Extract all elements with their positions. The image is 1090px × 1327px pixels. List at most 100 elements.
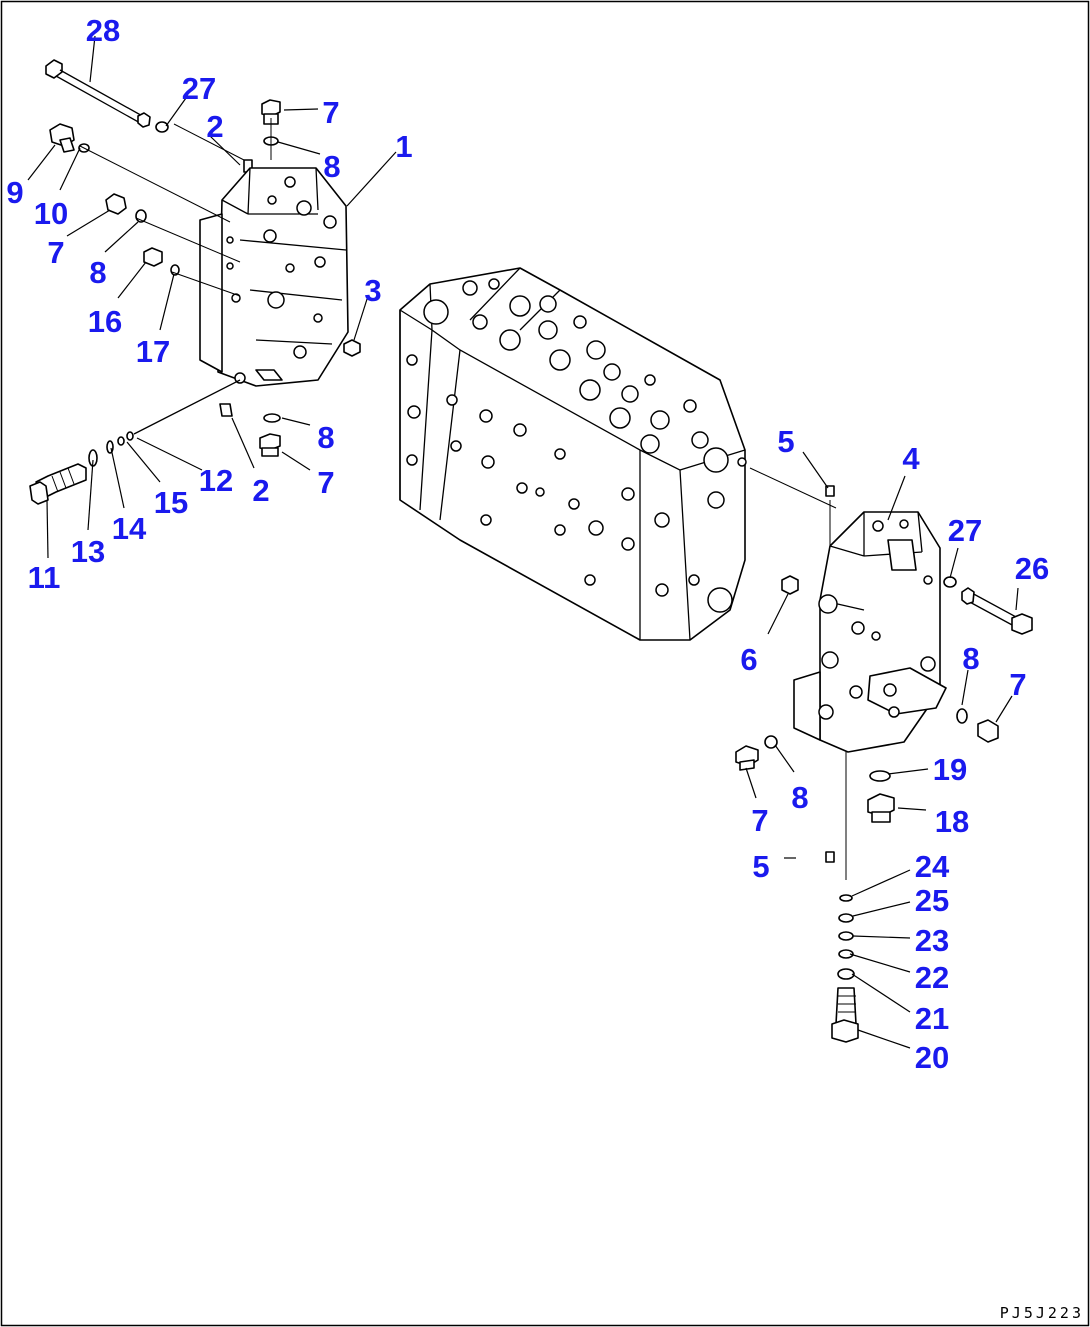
callout-8: 8 — [791, 780, 808, 815]
callout-21: 21 — [915, 1001, 949, 1036]
o-ring-8-lower — [263, 413, 281, 423]
leader-line-11 — [46, 499, 49, 559]
plug-2-lower — [219, 403, 233, 417]
callout-7: 7 — [1009, 667, 1026, 702]
plug-7-lower-right — [735, 745, 759, 771]
callout-leaders — [27, 35, 1019, 1049]
leader-line-10 — [59, 147, 81, 191]
plug-6 — [781, 575, 799, 595]
leader-line-13 — [87, 459, 94, 531]
leader-line-2 — [231, 417, 255, 469]
leader-line-22 — [849, 953, 911, 973]
callout-7: 7 — [322, 95, 339, 130]
tie-bolt-26 — [961, 587, 1033, 635]
leader-line-8 — [104, 221, 139, 253]
leader-line-24 — [851, 869, 911, 897]
callout-27: 27 — [948, 513, 982, 548]
callout-2: 2 — [252, 473, 269, 508]
callout-25: 25 — [915, 883, 949, 918]
plug-16 — [143, 247, 163, 267]
leader-line-6 — [767, 593, 789, 635]
leader-line-25 — [852, 901, 911, 917]
leader-line-5 — [802, 451, 829, 489]
plug-7-right — [977, 719, 999, 743]
leader-line-20 — [857, 1029, 911, 1049]
callout-20: 20 — [915, 1040, 949, 1075]
relief-valve-11 — [29, 463, 87, 505]
seal-23 — [838, 931, 854, 941]
leader-line-17 — [159, 273, 175, 331]
leader-line-7 — [281, 451, 311, 471]
main-valve-block — [399, 267, 747, 641]
left-cover-assembly — [29, 59, 361, 505]
callout-23: 23 — [915, 923, 949, 958]
callout-5: 5 — [752, 849, 769, 884]
leader-line-8 — [277, 141, 321, 155]
leader-line-2 — [209, 135, 241, 166]
washer-27-right — [943, 576, 957, 588]
callout-22: 22 — [915, 960, 949, 995]
callout-26: 26 — [1015, 551, 1049, 586]
tie-bolt-28 — [45, 59, 151, 128]
callout-8: 8 — [89, 255, 106, 290]
leader-line-16 — [117, 261, 147, 299]
leader-line-23 — [852, 935, 911, 939]
callout-12: 12 — [199, 463, 233, 498]
plug-7-left — [105, 193, 127, 215]
leader-line-1 — [346, 151, 397, 207]
callout-2: 2 — [206, 109, 223, 144]
leader-line-15 — [126, 441, 161, 483]
o-ring-8-lower-right — [764, 735, 778, 749]
callout-8: 8 — [317, 420, 334, 455]
leader-line-18 — [897, 807, 927, 811]
seal-15 — [117, 436, 125, 446]
leader-line-8 — [281, 417, 311, 426]
valve-20 — [831, 987, 859, 1043]
callout-19: 19 — [933, 752, 967, 787]
leader-line-7 — [283, 108, 319, 111]
callout-24: 24 — [915, 849, 950, 884]
callout-14: 14 — [112, 511, 147, 546]
seal-25 — [838, 913, 854, 923]
callout-27: 27 — [182, 71, 216, 106]
callout-10: 10 — [34, 196, 68, 231]
seal-21 — [837, 968, 855, 980]
leader-line-28 — [89, 35, 96, 83]
plug-5-lower — [825, 851, 835, 863]
end-cover-body-4 — [793, 511, 947, 753]
leader-line-7 — [66, 209, 111, 237]
leader-line-27 — [165, 97, 187, 127]
callout-3: 3 — [364, 273, 381, 308]
drawing-code: PJ5J223 — [1000, 1304, 1084, 1322]
callout-8: 8 — [323, 149, 340, 184]
callout-17: 17 — [136, 334, 170, 369]
seal-24 — [839, 894, 853, 902]
plug-5-top — [825, 485, 835, 497]
leader-line-19 — [887, 768, 929, 775]
o-ring-19 — [869, 770, 891, 782]
callout-18: 18 — [935, 804, 969, 839]
plug-9 — [49, 123, 75, 153]
leader-line-9 — [27, 144, 56, 181]
leader-line-27 — [949, 547, 959, 579]
washer-27 — [155, 121, 169, 133]
seal-22 — [838, 949, 854, 959]
callout-16: 16 — [88, 304, 122, 339]
callout-7: 7 — [47, 235, 64, 270]
leader-line-21 — [851, 973, 911, 1013]
callout-8: 8 — [962, 641, 979, 676]
callout-13: 13 — [71, 534, 105, 569]
leader-line-14 — [110, 447, 125, 509]
callout-6: 6 — [740, 642, 757, 677]
leader-line-26 — [1015, 587, 1019, 611]
seal-12 — [126, 431, 134, 441]
plug-7-lower — [259, 433, 281, 457]
leader-line-8 — [961, 669, 969, 706]
callout-9: 9 — [6, 175, 23, 210]
callout-4: 4 — [902, 441, 920, 476]
callout-11: 11 — [28, 560, 61, 595]
plug-3 — [343, 339, 361, 357]
leader-line-4 — [887, 475, 906, 521]
